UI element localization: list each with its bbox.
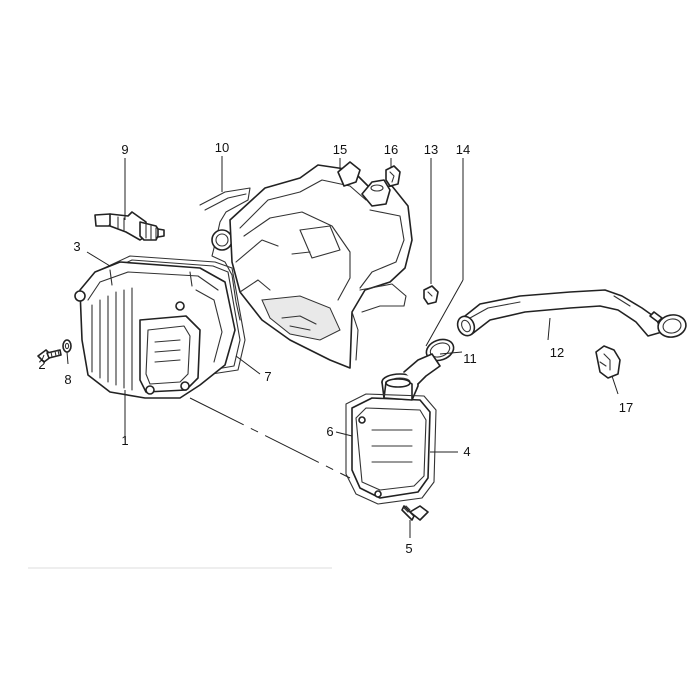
assembly-dashed-line [189,397,351,479]
callout-13: 13 [424,142,438,157]
callout-3: 3 [73,239,80,254]
valve-cover [74,261,236,399]
gasket-10 [199,187,251,321]
screw-5 [401,505,429,521]
callout-12: 12 [550,345,564,360]
hose-clamp-right [649,311,687,338]
breather-housing [351,378,431,499]
callout-1: 1 [121,433,128,448]
callout-10: 10 [215,140,229,155]
air-shroud [229,161,413,369]
callout-7: 7 [264,369,271,384]
clip-13 [423,285,439,305]
leader-lines [41,156,619,538]
spark-plug [94,211,165,241]
washer-8 [62,339,72,353]
callout-17: 17 [619,400,633,415]
callout-8: 8 [64,372,71,387]
callout-4: 4 [463,444,470,459]
callout-6: 6 [326,424,333,439]
callout-2: 2 [38,357,45,372]
callout-15: 15 [333,142,347,157]
callout-5: 5 [405,541,412,556]
callout-16: 16 [384,142,398,157]
clip-17 [595,345,621,379]
callout-11: 11 [463,351,477,366]
callout-14: 14 [456,142,470,157]
clip-16 [385,165,401,187]
callout-9: 9 [121,142,128,157]
breather-hose [456,289,663,337]
breather-gasket [345,393,437,505]
